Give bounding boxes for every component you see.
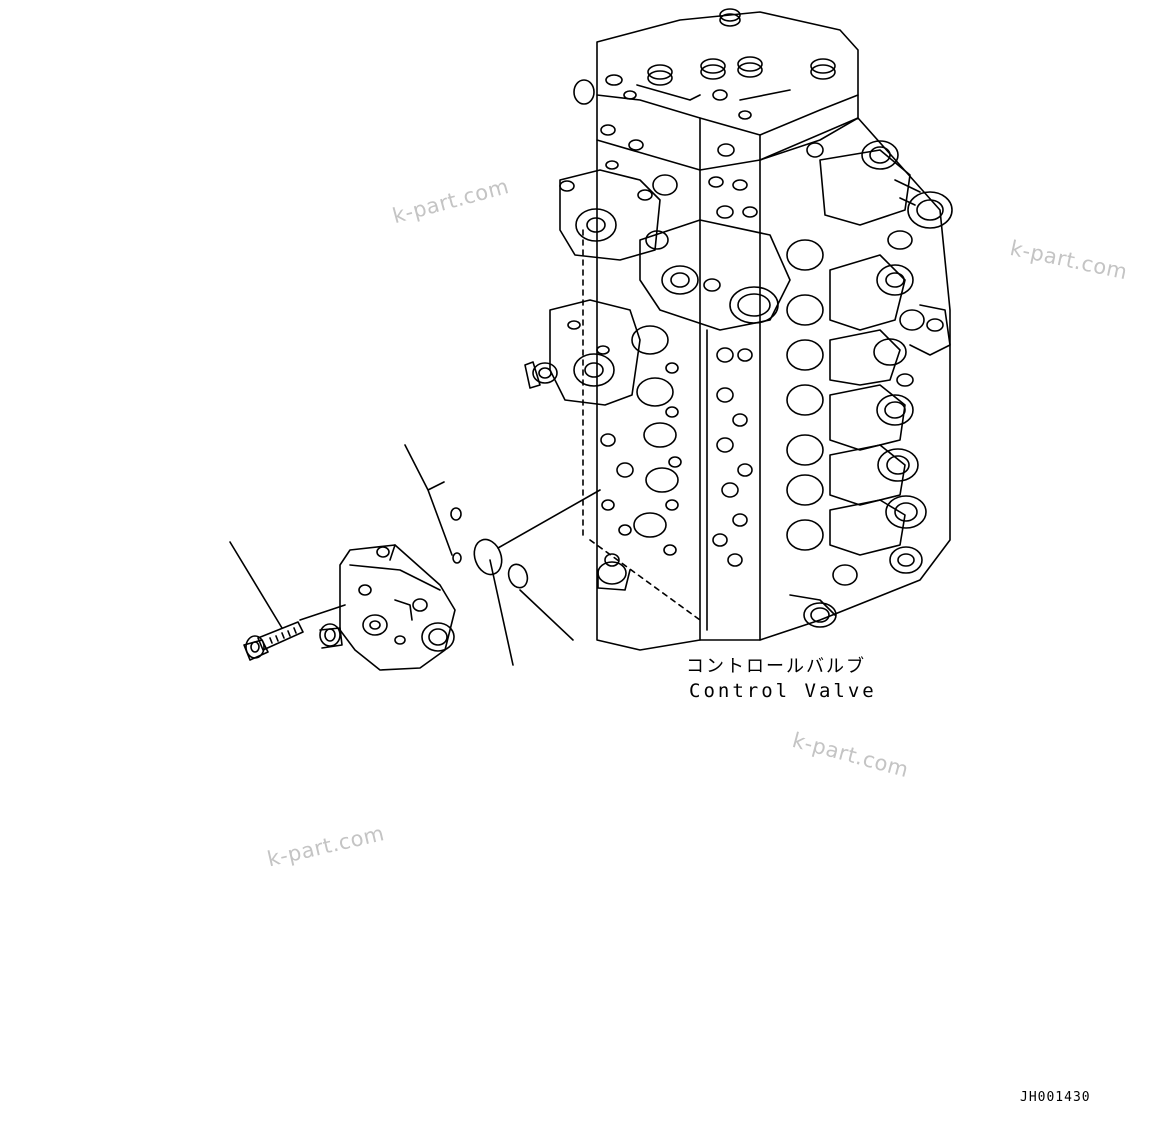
valve-front-slab [699, 159, 761, 641]
o-ring-small-1 [450, 507, 462, 521]
center-flange [639, 219, 791, 331]
o-rings [450, 507, 529, 589]
part-name-japanese: コントロールバルブ [686, 656, 866, 677]
o-ring-medium [507, 563, 529, 589]
o-ring-large [473, 538, 503, 576]
leader-bolt [229, 541, 283, 629]
left-spool-caps [631, 325, 682, 556]
slab-holes [600, 124, 858, 586]
cover-plug [319, 623, 341, 647]
leader-small-orings [404, 444, 453, 556]
top-bolts [605, 8, 836, 120]
bolt [243, 621, 304, 661]
section-cover [319, 544, 456, 671]
right-spool-caps [786, 239, 824, 551]
right-spool-housings [819, 140, 953, 574]
valve-left-face [596, 139, 701, 651]
leader-lines [229, 444, 601, 666]
leader-cover [299, 604, 346, 621]
leader-large-oring [489, 559, 514, 666]
control-valve-assembly [524, 8, 953, 651]
drawing-code: JH001430 [1020, 1090, 1091, 1105]
o-ring-small-2 [452, 552, 462, 564]
leader-oring-2 [519, 589, 574, 641]
valve-right-block [759, 117, 951, 641]
left-section-1 [559, 169, 661, 261]
leader-valve [497, 489, 601, 549]
valve-top-cover [596, 11, 859, 136]
part-name-english: Control Valve [689, 680, 877, 702]
left-section-2 [549, 299, 641, 406]
